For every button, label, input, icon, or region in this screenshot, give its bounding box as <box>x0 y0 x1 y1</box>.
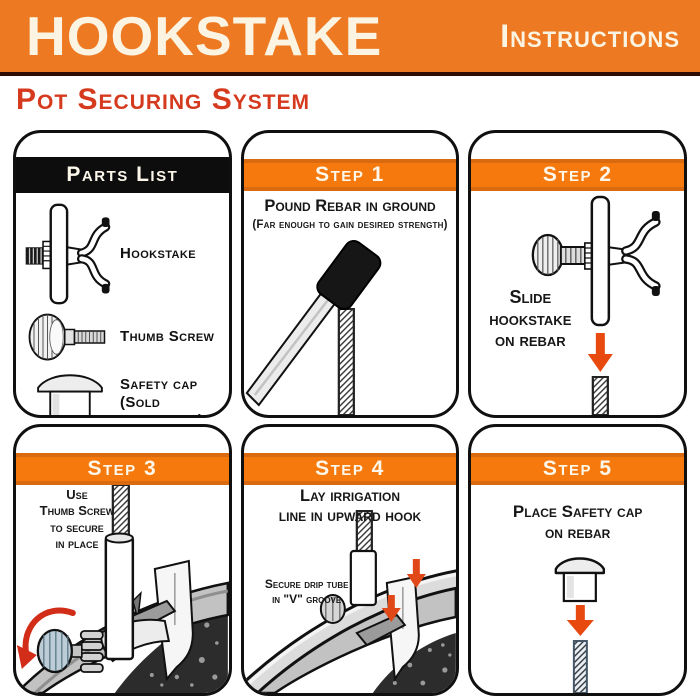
step5-heading: Place Safety cap on rebar <box>471 501 684 544</box>
step1-title: Step 1 <box>315 163 385 186</box>
secure-thumb-screw-illustration <box>16 485 229 693</box>
parts-list-header-band: Parts List <box>16 157 229 193</box>
part-label-thumb-screw: Thumb Screw <box>120 328 215 345</box>
thumb-screw-icon <box>20 307 120 367</box>
safety-cap-label: Safety cap <box>120 376 198 393</box>
step5-title: Step 5 <box>542 457 613 480</box>
step1-content: Pound Rebar in ground (Far enough to gai… <box>244 191 457 415</box>
step2-content: Slide hookstake on rebar <box>471 191 684 415</box>
down-arrow-icon <box>567 605 595 636</box>
step2-title: Step 2 <box>542 163 613 186</box>
panel-parts-list: Parts List <box>13 130 232 418</box>
step3-line-4: in place <box>55 535 99 551</box>
part-row-safety-cap: Safety cap (Sold Separately) <box>20 367 223 415</box>
step2-header-band: Step 2 <box>471 159 684 191</box>
rotate-arrow-icon <box>16 607 76 669</box>
step4-heading-line-1: Lay irrigation <box>299 487 400 505</box>
hookstake-illustration <box>25 203 111 305</box>
step5-line-2: on rebar <box>544 523 611 543</box>
step2-line-1: Slide <box>509 287 552 307</box>
step1-subheading: (Far enough to gain desired strength) <box>252 219 448 231</box>
lay-irrigation-illustration <box>243 510 457 693</box>
safety-cap-icon <box>20 367 120 415</box>
step3-header-band: Step 3 <box>16 453 229 485</box>
step2-caption: Slide hookstake on rebar <box>473 287 587 352</box>
step5-line-1: Place Safety cap <box>512 502 643 521</box>
step4-content: Lay irrigation line in upward hook Secur… <box>243 485 457 693</box>
safety-cap-on-rebar-illustration <box>554 557 606 693</box>
panel-step-1: Step 1 Pound Rebar in ground (Far enough… <box>240 130 460 418</box>
step2-line-3: on rebar <box>494 330 566 351</box>
step4-note: Secure drip tube in "V" groove <box>244 577 370 607</box>
press-arrow-icon-1 <box>406 559 426 588</box>
step3-title: Step 3 <box>87 457 158 480</box>
instructions-label: Instructions <box>500 18 680 54</box>
header-banner: HOOKSTAKE Instructions <box>0 0 700 76</box>
step4-note-line-1: Secure drip tube <box>264 577 349 591</box>
step4-title: Step 4 <box>315 457 385 480</box>
panel-step-2: Step 2 <box>468 130 687 418</box>
step4-heading: Lay irrigation line in upward hook <box>244 487 457 527</box>
brand-title: HOOKSTAKE <box>26 4 383 67</box>
down-arrow-icon <box>588 333 614 372</box>
step3-line-1: Use <box>66 487 88 502</box>
step5-content: Place Safety cap on rebar <box>471 485 684 693</box>
step1-heading: Pound Rebar in ground <box>264 197 436 215</box>
steps-grid: Parts List <box>13 130 687 696</box>
panel-step-3: Step 3 <box>13 424 232 696</box>
step1-header-band: Step 1 <box>243 159 457 191</box>
step4-header-band: Step 4 <box>243 453 457 485</box>
parts-list-title: Parts List <box>66 163 179 186</box>
step3-content: Use Thumb Screw to secure in place <box>16 485 229 693</box>
slide-hookstake-illustration <box>532 195 661 415</box>
mallet-rebar-illustration <box>245 239 382 415</box>
step4-heading-line-2: line in upward hook <box>278 506 422 525</box>
step5-header-band: Step 5 <box>471 453 684 485</box>
panel-step-4: Step 4 <box>240 424 460 696</box>
thumb-screw-illustration <box>28 313 106 361</box>
press-arrow-icon-2 <box>381 595 401 622</box>
step4-note-line-2: in "V" groove <box>272 592 342 606</box>
page-subtitle: Pot Securing System <box>16 83 311 116</box>
step3-caption: Use Thumb Screw to secure in place <box>18 487 136 552</box>
step3-line-3: to secure <box>50 519 104 535</box>
step2-line-2: hookstake <box>489 308 572 329</box>
part-row-thumb-screw: Thumb Screw <box>20 307 223 367</box>
safety-cap-illustration <box>37 374 103 415</box>
parts-list-content: Hookstake <box>16 193 229 415</box>
safety-cap-sublabel: (Sold Separately) <box>120 394 203 415</box>
panel-step-5: Step 5 Place Safety cap on rebar <box>468 424 687 696</box>
step3-line-2: Thumb Screw <box>39 503 115 519</box>
part-label-hookstake: Hookstake <box>120 245 196 262</box>
hookstake-icon <box>20 201 120 307</box>
thread-stack <box>79 630 104 673</box>
part-row-hookstake: Hookstake <box>20 201 223 307</box>
part-label-safety-cap: Safety cap (Sold Separately) <box>120 376 223 415</box>
